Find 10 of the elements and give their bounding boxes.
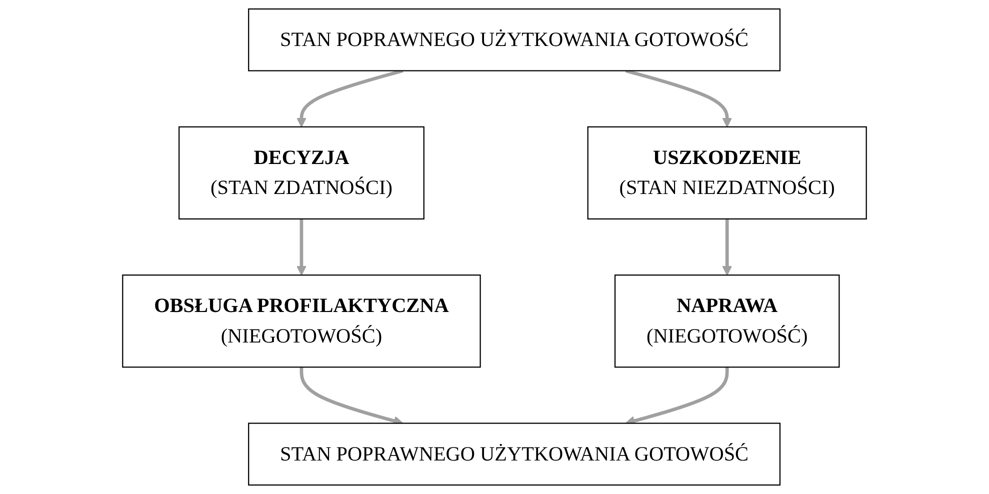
node-box: OBSŁUGA PROFILAKTYCZNA (NIEGOTOWOŚĆ): [122, 274, 481, 368]
node-box: DECYZJA (STAN ZDATNOŚCI): [178, 126, 424, 220]
node-box: USZKODZENIE (STAN NIEZDATNOŚCI): [587, 126, 867, 220]
node-box: STAN POPRAWNEGO UŻYTKOWANIA GOTOWOŚĆ: [248, 8, 781, 72]
node-box: NAPRAWA (NIEGOTOWOŚĆ): [614, 274, 840, 368]
arrow: [722, 218, 732, 276]
node-box: STAN POPRAWNEGO UŻYTKOWANIA GOTOWOŚĆ: [248, 422, 781, 486]
arrow: [296, 69, 404, 128]
arrow: [296, 218, 306, 276]
arrow: [625, 69, 732, 128]
